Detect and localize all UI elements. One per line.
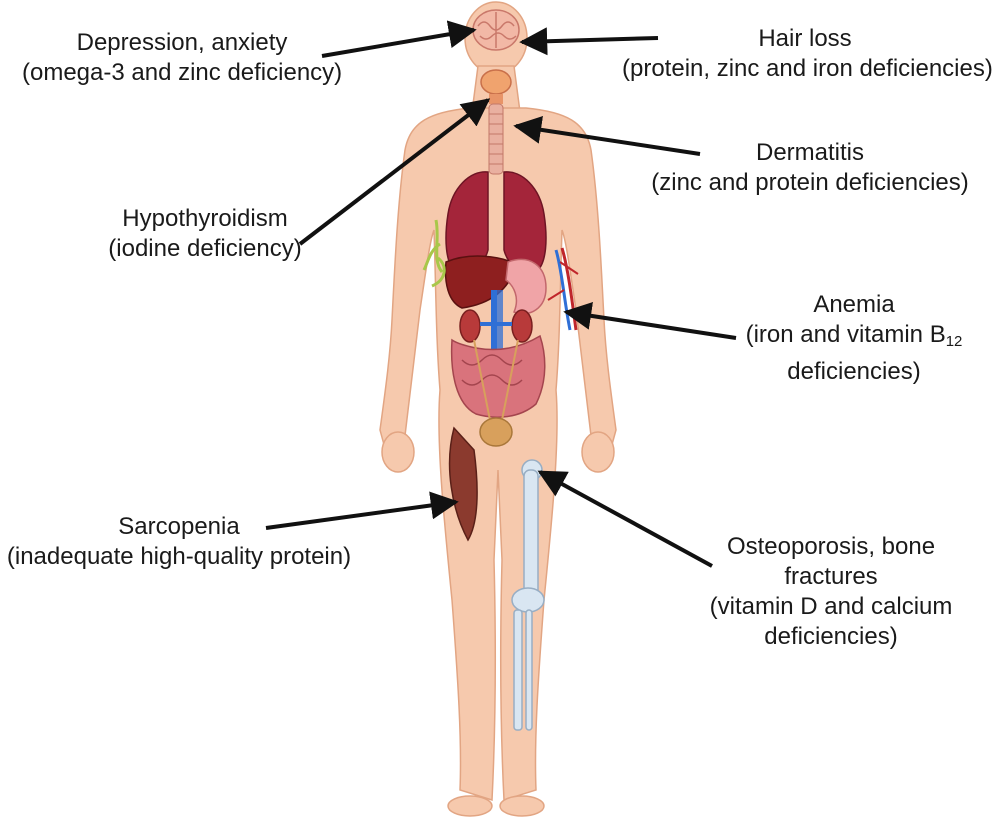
label-hypothyroidism-title: Hypothyroidism — [100, 204, 310, 234]
label-sarcopenia-detail: (inadequate high-quality protein) — [4, 542, 354, 572]
label-depression-detail: (omega-3 and zinc deficiency) — [22, 58, 342, 88]
label-sarcopenia-title: Sarcopenia — [4, 512, 354, 542]
label-osteoporosis-line1: Osteoporosis, bone — [696, 532, 966, 562]
arrow-depression — [322, 30, 474, 56]
label-anemia-detail-sub: 12 — [946, 333, 963, 350]
label-hair-loss-detail: (protein, zinc and iron deficiencies) — [622, 54, 988, 84]
label-depression: Depression, anxiety (omega-3 and zinc de… — [22, 28, 342, 88]
label-sarcopenia: Sarcopenia (inadequate high-quality prot… — [4, 512, 354, 572]
label-anemia-detail-prefix: (iron and vitamin B — [746, 321, 946, 348]
label-dermatitis: Dermatitis (zinc and protein deficiencie… — [650, 138, 970, 198]
label-osteoporosis-line3: (vitamin D and calcium — [696, 592, 966, 622]
label-anemia-detail-end: deficiencies) — [724, 357, 984, 387]
label-osteoporosis-line2: fractures — [696, 562, 966, 592]
brain-organ — [473, 10, 519, 50]
label-hypothyroidism-detail: (iodine deficiency) — [100, 234, 310, 264]
label-hair-loss-title: Hair loss — [622, 24, 988, 54]
label-depression-title: Depression, anxiety — [22, 28, 342, 58]
label-anemia-title: Anemia — [724, 290, 984, 320]
label-osteoporosis-line4: deficiencies) — [696, 622, 966, 652]
label-dermatitis-detail: (zinc and protein deficiencies) — [650, 168, 970, 198]
trachea — [489, 104, 503, 174]
arrow-osteoporosis — [540, 472, 712, 566]
label-hair-loss: Hair loss (protein, zinc and iron defici… — [622, 24, 988, 84]
label-anemia-detail: (iron and vitamin B12 — [724, 320, 984, 357]
label-hypothyroidism: Hypothyroidism (iodine deficiency) — [100, 204, 310, 264]
label-dermatitis-title: Dermatitis — [650, 138, 970, 168]
label-anemia: Anemia (iron and vitamin B12 deficiencie… — [724, 290, 984, 387]
label-osteoporosis: Osteoporosis, bone fractures (vitamin D … — [696, 532, 966, 652]
